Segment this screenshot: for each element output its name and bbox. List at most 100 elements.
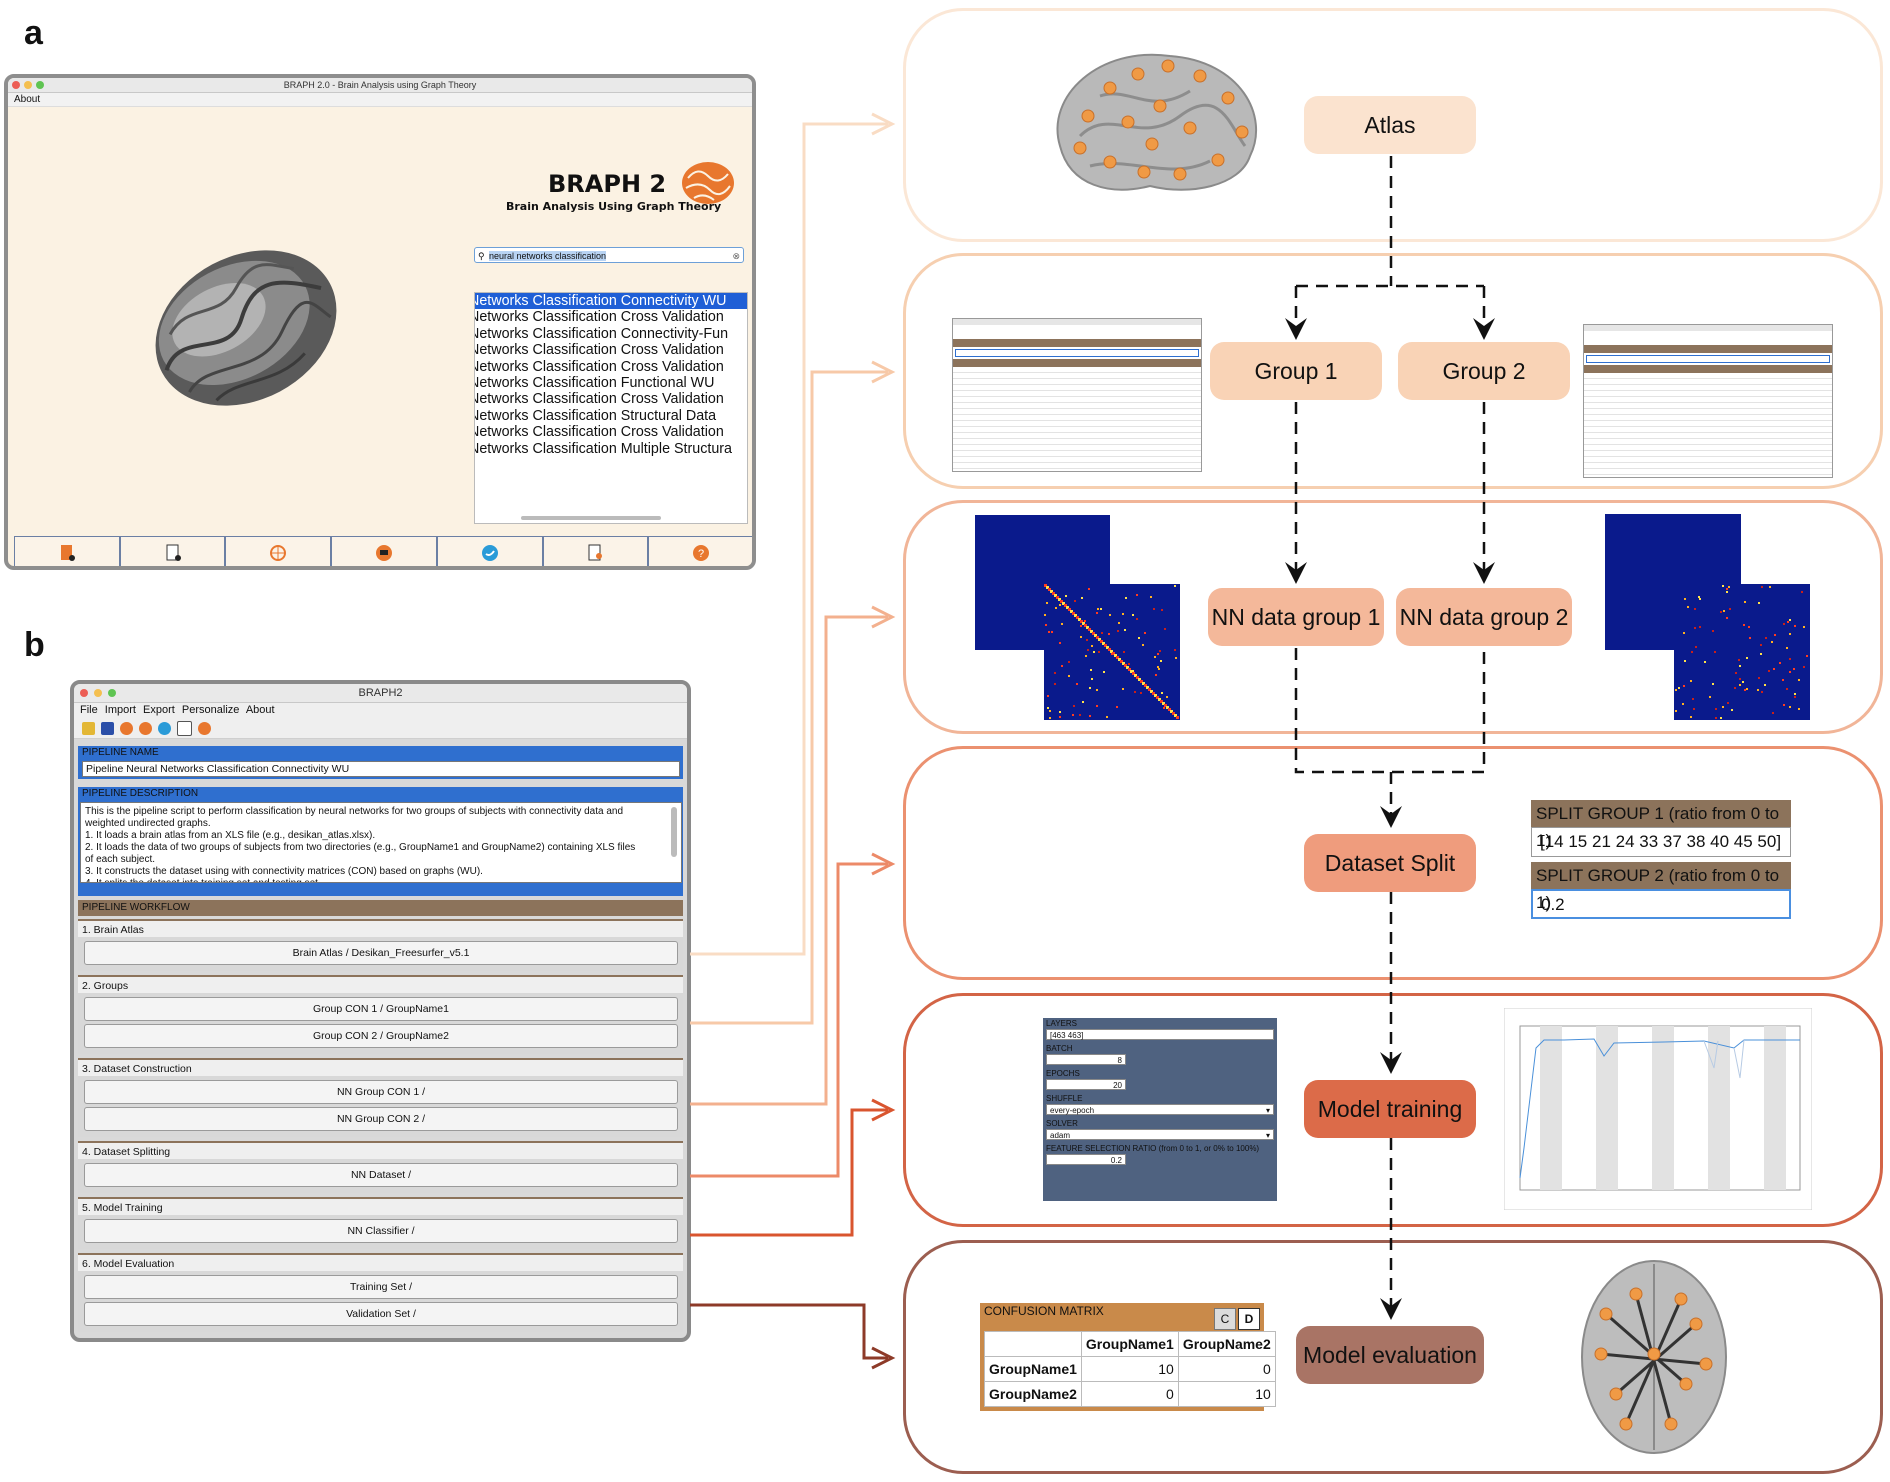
matrix-cell xyxy=(1061,665,1063,667)
mini-table-row xyxy=(1584,421,1832,427)
new-pipeline-button[interactable] xyxy=(14,536,120,566)
menu-about[interactable]: About xyxy=(245,704,275,716)
matrix-diagonal-cell xyxy=(1052,592,1055,595)
workflow-step-button[interactable]: Brain Atlas / Desikan_Freesurfer_v5.1 xyxy=(84,941,678,965)
matrix-diagonal-cell xyxy=(1044,584,1047,587)
layers-field[interactable]: [463 463] xyxy=(1046,1029,1274,1040)
clear-search-icon[interactable]: ⊗ xyxy=(732,251,740,261)
mini-table-row xyxy=(953,421,1201,427)
minimize-window-button[interactable] xyxy=(94,689,102,697)
menu-personalize[interactable]: Personalize xyxy=(181,704,240,716)
epochs-field[interactable]: 20 xyxy=(1046,1079,1126,1090)
layers-label: LAYERS xyxy=(1046,1019,1077,1028)
solver-dropdown[interactable]: adam▾ xyxy=(1046,1129,1274,1140)
workflow-step-button[interactable]: Validation Set / xyxy=(84,1302,678,1326)
description-scrollbar[interactable] xyxy=(671,807,677,857)
mini-table-row xyxy=(1584,457,1832,463)
menu-file[interactable]: File xyxy=(80,704,98,716)
pipeline-result-item[interactable]: Networks Classification Multiple Structu… xyxy=(474,440,732,457)
pipeline-result-item[interactable]: Networks Classification Functional WU xyxy=(474,375,715,392)
tutorial-icon[interactable] xyxy=(177,720,192,736)
matrix-cell xyxy=(1694,627,1696,629)
matrix-cell xyxy=(1084,620,1086,622)
arrow-to-panel-e xyxy=(690,615,888,1106)
horizontal-scrollbar[interactable] xyxy=(521,516,661,520)
maximize-window-button[interactable] xyxy=(36,81,44,89)
forum-button[interactable] xyxy=(331,536,437,566)
pipeline-result-item[interactable]: Networks Classification Cross Validation xyxy=(474,342,724,359)
pipeline-result-item[interactable]: Networks Classification Cross Validation xyxy=(474,358,724,375)
matrix-cell xyxy=(1798,679,1800,681)
matrix-diagonal-cell xyxy=(1102,642,1105,645)
braph-logo-icon xyxy=(682,162,734,204)
pipeline-description-field[interactable]: This is the pipeline script to perform c… xyxy=(80,802,682,883)
close-window-button[interactable] xyxy=(12,81,20,89)
website-button[interactable] xyxy=(225,536,332,566)
split-group-1-field[interactable]: [14 15 21 24 33 37 38 40 45 50] xyxy=(1531,827,1791,857)
training-parameters-panel: LAYERS [463 463] BATCH 8 EPOCHS 20 SHUFF… xyxy=(1043,1018,1277,1201)
split-group-2-field[interactable]: 0.2 xyxy=(1531,889,1791,919)
workflow-step-button[interactable]: Group CON 2 / GroupName2 xyxy=(84,1024,678,1048)
menu-about[interactable]: About xyxy=(8,93,752,107)
menu-import[interactable]: Import xyxy=(104,704,136,716)
twitter-button[interactable] xyxy=(436,536,543,566)
maximize-window-button[interactable] xyxy=(108,689,116,697)
workflow-step-button[interactable]: Training Set / xyxy=(84,1275,678,1299)
matrix-cell xyxy=(1155,674,1157,676)
workflow-step-button[interactable]: NN Classifier / xyxy=(84,1219,678,1243)
search-input[interactable]: ⚲ neural networks classification ⊗ xyxy=(474,247,744,263)
matrix-cell xyxy=(1096,612,1098,614)
twitter-icon[interactable] xyxy=(158,721,171,735)
matrix-cell xyxy=(1117,630,1119,632)
confusion-c-button[interactable]: C xyxy=(1214,1308,1236,1330)
pipeline-result-item[interactable]: Networks Classification Structural Data xyxy=(474,407,717,424)
atlas-brain-image xyxy=(1056,53,1258,191)
pipeline-result-item[interactable]: Networks Classification Connectivity WU xyxy=(475,293,747,310)
help-button[interactable]: ? xyxy=(648,536,752,566)
save-icon[interactable] xyxy=(101,721,114,735)
web-icon[interactable] xyxy=(120,721,133,735)
minimize-window-button[interactable] xyxy=(24,81,32,89)
description-line: weighted undirected graphs. xyxy=(85,818,211,829)
pipeline-result-item[interactable]: Networks Classification Cross Validation xyxy=(474,309,724,326)
open-folder-icon[interactable] xyxy=(82,721,95,735)
forum-icon[interactable] xyxy=(139,721,152,735)
tutorial-button[interactable] xyxy=(542,536,649,566)
feature-selection-field[interactable]: 0.2 xyxy=(1046,1154,1126,1165)
menu-export[interactable]: Export xyxy=(143,704,175,716)
matrix-cell xyxy=(1142,644,1144,646)
matrix-cell xyxy=(1103,671,1105,673)
matrix-cell xyxy=(1174,585,1176,587)
help-icon[interactable] xyxy=(198,721,211,735)
open-file-icon xyxy=(166,544,181,561)
mini-table-row xyxy=(1584,475,1832,477)
workflow-step-button[interactable]: Group CON 1 / GroupName1 xyxy=(84,997,678,1021)
shuffle-dropdown[interactable]: every-epoch▾ xyxy=(1046,1104,1274,1115)
workflow-step-button[interactable]: NN Group CON 1 / xyxy=(84,1080,678,1104)
pipeline-name-field[interactable]: Pipeline Neural Networks Classification … xyxy=(82,761,680,777)
close-window-button[interactable] xyxy=(80,689,88,697)
matrix-cell xyxy=(1100,608,1102,610)
table-row: GroupName1 10 0 xyxy=(984,1356,1276,1382)
pipeline-name-header: PIPELINE NAME xyxy=(78,746,683,759)
batch-field[interactable]: 8 xyxy=(1046,1054,1126,1065)
confusion-d-button[interactable]: D xyxy=(1238,1308,1260,1330)
matrix-cell xyxy=(1773,668,1775,670)
matrix-cell xyxy=(1051,631,1053,633)
pipeline-result-item[interactable]: Networks Classification Connectivity-Fun xyxy=(474,325,729,342)
mini-table-row xyxy=(953,427,1201,433)
open-pipeline-button[interactable] xyxy=(119,536,226,566)
matrix-cell xyxy=(1174,649,1176,651)
workflow-step-button[interactable]: NN Group CON 2 / xyxy=(84,1107,678,1131)
workflow-step-button[interactable]: NN Dataset / xyxy=(84,1163,678,1187)
pipeline-result-item[interactable]: Networks Classification Cross Validation xyxy=(474,424,724,441)
matrix-cell xyxy=(1683,685,1685,687)
matrix-diagonal-cell xyxy=(1054,594,1057,597)
matrix-cell xyxy=(1157,653,1159,655)
matrix-diagonal-cell xyxy=(1046,586,1049,589)
pipeline-result-item[interactable]: Networks Classification Cross Validation xyxy=(474,391,724,408)
matrix-cell xyxy=(1150,596,1152,598)
